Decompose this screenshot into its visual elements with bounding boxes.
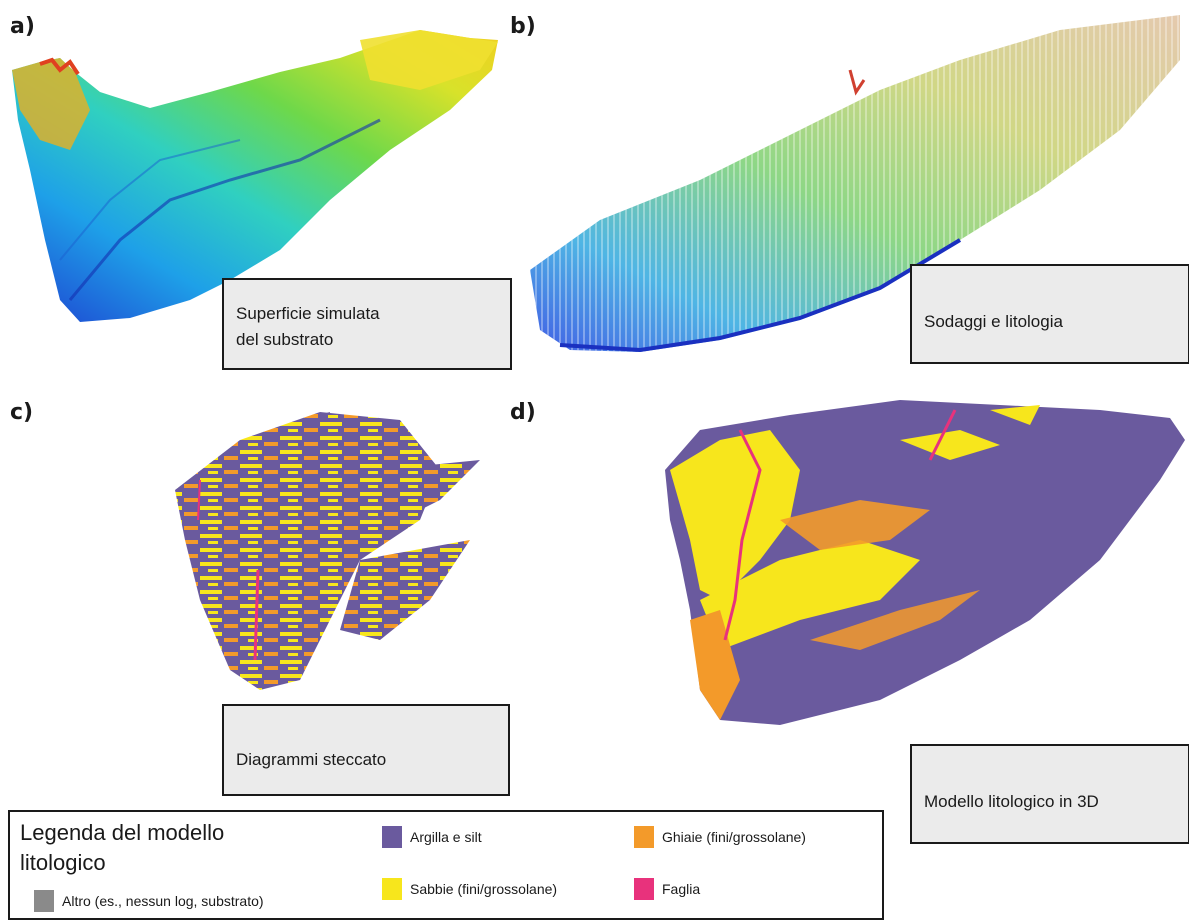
panel-a-label: a)	[10, 14, 35, 39]
legend-label-other: Altro (es., nessun log, substrato)	[62, 893, 264, 909]
legend-swatch-fault	[634, 878, 654, 900]
panel-d-3d-model	[665, 400, 1185, 725]
panel-b-label: b)	[510, 14, 536, 39]
legend-title-line2: litologico	[20, 850, 106, 875]
legend-item-fault: Faglia	[634, 878, 700, 900]
panel-a-surface	[12, 30, 498, 322]
legend: Legenda del modello litologico Argilla e…	[8, 810, 884, 920]
legend-title-line1: Legenda del modello	[20, 820, 225, 845]
panel-a-caption-line1: Superficie simulata	[236, 304, 380, 323]
legend-item-sand: Sabbie (fini/grossolane)	[382, 878, 557, 900]
legend-swatch-gravel	[634, 826, 654, 848]
legend-label-sand: Sabbie (fini/grossolane)	[410, 881, 558, 897]
legend-item-gravel: Ghiaie (fini/grossolane)	[634, 826, 806, 848]
panel-b-boreholes	[530, 15, 1180, 353]
panel-a-caption-line2: del substrato	[236, 330, 334, 349]
panel-c-caption: Diagrammi steccato	[222, 704, 510, 796]
panel-a-caption: Superficie simulata del substrato	[222, 278, 512, 370]
legend-swatch-sand	[382, 878, 402, 900]
panel-c-fence-diagrams	[175, 412, 480, 690]
panel-c-caption-text: Diagrammi steccato	[236, 750, 387, 769]
panel-b-caption-text: Sodaggi e litologia	[924, 312, 1063, 331]
legend-title: Legenda del modello litologico	[20, 818, 320, 878]
panel-d-caption-text: Modello litologico in 3D	[924, 792, 1099, 811]
legend-item-clay: Argilla e silt	[382, 826, 482, 848]
panel-d-label: d)	[510, 400, 536, 425]
legend-label-gravel: Ghiaie (fini/grossolane)	[662, 829, 806, 845]
panel-d-caption: Modello litologico in 3D	[910, 744, 1189, 844]
panel-c-label: c)	[10, 400, 34, 425]
legend-item-other: Altro (es., nessun log, substrato)	[34, 890, 264, 912]
legend-swatch-other	[34, 890, 54, 912]
legend-swatch-clay	[382, 826, 402, 848]
legend-label-clay: Argilla e silt	[410, 829, 482, 845]
panel-b-caption: Sodaggi e litologia	[910, 264, 1189, 364]
legend-label-fault: Faglia	[662, 881, 701, 897]
